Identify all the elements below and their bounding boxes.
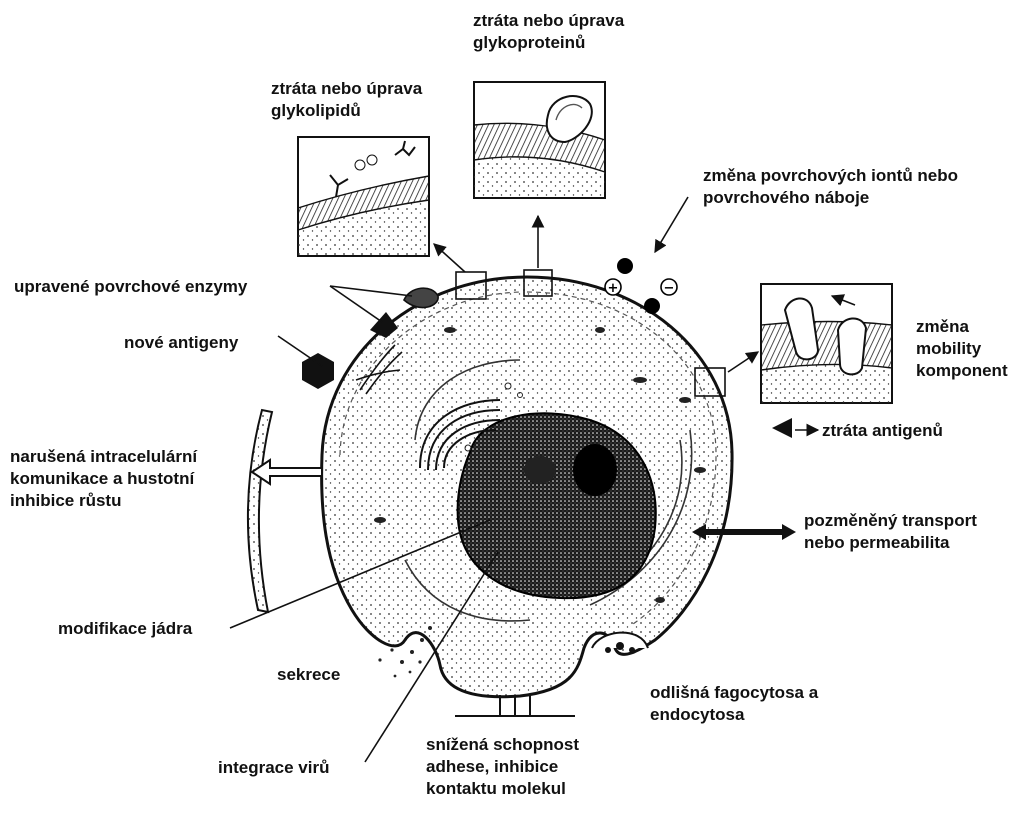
label-virus-integration: integrace virů (218, 757, 330, 779)
adhesion-substrate (455, 695, 575, 716)
label-nucleus-modification: modifikace jádra (58, 618, 192, 640)
antigen-line (278, 336, 322, 366)
nucleus (458, 413, 656, 598)
antigen-loss-triangle (772, 418, 792, 438)
label-antigen-loss: ztráta antigenů (822, 420, 943, 442)
glycolipid-inset (298, 137, 429, 256)
glycoprotein-inset (474, 82, 605, 198)
label-secretion: sekrece (277, 664, 340, 686)
minus-charge: − (664, 281, 675, 296)
plus-charge: + (608, 281, 619, 296)
label-new-antigens: nové antigeny (124, 332, 238, 354)
antigen-hexagon (302, 353, 334, 389)
label-surface-enzymes: upravené povrchové enzymy (14, 276, 247, 298)
mobility-inset (761, 284, 892, 403)
neighbor-cell (248, 410, 272, 612)
